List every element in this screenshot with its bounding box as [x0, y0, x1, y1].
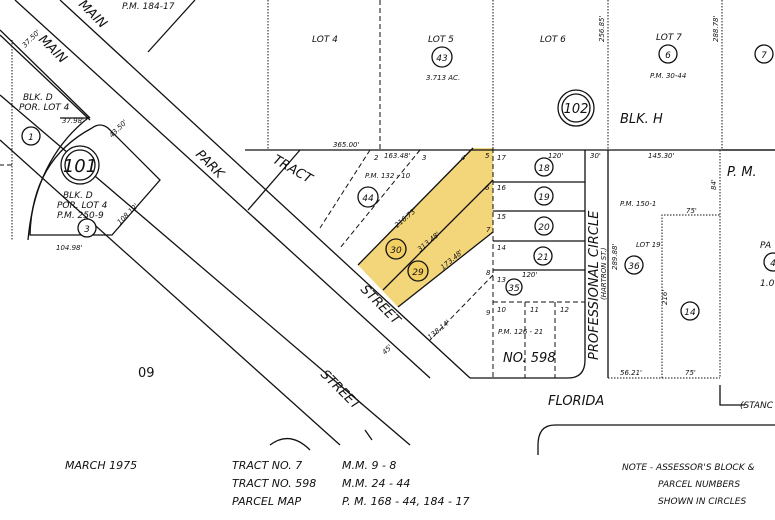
block-101: 101: [63, 156, 97, 177]
reference-parcel-map-pm: P. M. 168 - 44, 184 - 17: [342, 495, 470, 508]
note-line-2: PARCEL NUMBERS: [658, 480, 740, 490]
labels-pm-r: P. M.: [727, 165, 757, 180]
parcel-20: 20: [538, 223, 550, 233]
lots-l12: 12: [560, 306, 569, 314]
top-parcel-lines: [147, 0, 775, 151]
block-d-lines: [0, 40, 161, 241]
reference-tract-7-mm: M.M. 9 - 8: [342, 459, 396, 472]
labels-no598: NO. 598: [503, 351, 556, 366]
dims-d84: 84': [710, 179, 718, 190]
labels-blk-d-1: BLK. D: [23, 93, 53, 103]
labels-one-o: 1.0: [760, 279, 775, 289]
lot-numbers: 2 3 4 5 6 7 8 9 10 11 12 13 14 15 16 17: [374, 152, 569, 317]
tick-line: [364, 429, 373, 441]
dims-d365: 365.00': [333, 141, 359, 149]
block-102: 102: [564, 102, 589, 117]
dims-d75: 75': [686, 207, 697, 215]
dims-d120b: 120': [522, 271, 537, 279]
map-date: MARCH 1975: [65, 459, 137, 472]
parcel-30: 30: [390, 246, 402, 256]
note-line-3: SHOWN IN CIRCLES: [658, 497, 746, 507]
dims-d163: 163.48': [384, 152, 410, 160]
labels-lot19: LOT 19: [636, 241, 661, 249]
dims-d37b: 37.98': [62, 117, 84, 125]
streets-stanc: (STANC: [740, 401, 774, 411]
dims-d104: 104.98': [56, 244, 82, 252]
lots-l4: 4: [461, 154, 465, 162]
labels-blk-d-2: BLK. D: [63, 191, 93, 201]
parcel-35: 35: [508, 284, 520, 294]
reference-tract-598: TRACT NO. 598: [232, 477, 316, 490]
streets-florida: FLORIDA: [548, 394, 604, 409]
lots-l13: 13: [497, 276, 506, 284]
lots-l2: 2: [374, 154, 379, 162]
labels-pm-250: P.M. 250-9: [57, 211, 104, 221]
dims-d145: 145.30': [648, 152, 674, 160]
parcel-43: 43: [436, 54, 448, 64]
parcel-7: 7: [761, 51, 767, 61]
labels-pan: PA: [760, 241, 771, 251]
parcel-19: 19: [538, 193, 550, 203]
lots-l15: 15: [497, 213, 506, 221]
parcel-36: 36: [628, 262, 640, 272]
highlighted-parcels-29-30[interactable]: [358, 148, 493, 307]
streets-professional: PROFESSIONAL CIRCLE: [587, 210, 602, 360]
lots-l6: 6: [485, 184, 490, 192]
lots-l14: 14: [497, 244, 506, 252]
lots-l8: 8: [486, 269, 491, 277]
parcel-29: 29: [412, 268, 424, 278]
lots-l11: 11: [530, 306, 539, 314]
curve-line: [269, 438, 311, 451]
parcel-1: 1: [28, 133, 34, 143]
labels-pm-30: P.M. 30-44: [650, 72, 686, 80]
dims-d288: 288.78': [712, 16, 720, 42]
lots-l16: 16: [497, 184, 506, 192]
labels-book: 09: [138, 366, 155, 381]
labels-por-lot-1: POR. LOT 4: [19, 103, 70, 113]
parcel-4: 4: [770, 259, 775, 269]
dims-d289: 289.88': [611, 244, 619, 270]
reference-tract-598-mm: M.M. 24 - 44: [342, 477, 410, 490]
streets-hartron: (HARTRON ST.): [600, 247, 608, 300]
dims-d216b: 216': [661, 290, 669, 305]
dims-d120a: 120': [548, 152, 563, 160]
reference-tract-7: TRACT NO. 7: [232, 459, 302, 472]
dims-d256: 256.85': [598, 16, 606, 42]
lots-l17: 17: [497, 154, 506, 162]
parcel-18: 18: [538, 164, 550, 174]
labels-lot5: LOT 5: [428, 35, 454, 45]
parcel-numbers: 1 101 3 43 102 6 7 44 30 29 18 19 20 21 …: [21, 44, 775, 321]
tract-lot-lines: [247, 147, 775, 455]
reference-parcel-map: PARCEL MAP: [232, 495, 302, 508]
dims-d75b: 75': [685, 369, 696, 377]
labels-lot6: LOT 6: [540, 35, 566, 45]
lots-l3: 3: [422, 154, 426, 162]
labels-pm-150: P.M. 150-1: [620, 200, 656, 208]
labels-por-lot-2: POR. LOT 4: [57, 201, 108, 211]
labels-pm-132: P.M. 132 - 10: [365, 172, 411, 180]
note-line-1: NOTE - ASSESSOR'S BLOCK &: [622, 463, 754, 473]
dims-d30: 30': [590, 152, 601, 160]
lots-l10: 10: [497, 306, 506, 314]
labels-ac: 3.713 AC.: [426, 74, 460, 82]
labels-pm-126: P.M. 126 - 21: [498, 328, 543, 336]
parcel-6: 6: [665, 51, 671, 61]
parcel-3: 3: [84, 225, 90, 235]
lots-l9: 9: [486, 309, 491, 317]
dims-d56: 56.21': [620, 369, 642, 377]
lots-l7: 7: [486, 226, 491, 234]
labels-lot7: LOT 7: [656, 33, 682, 43]
parcel-44: 44: [362, 194, 374, 204]
labels-pm-184: P.M. 184-17: [122, 2, 175, 12]
parcel-21: 21: [537, 253, 548, 263]
lots-l5: 5: [485, 152, 490, 160]
parcel-14: 14: [684, 308, 696, 318]
labels-lot4: LOT 4: [312, 35, 338, 45]
labels-blk-h: BLK. H: [620, 112, 663, 127]
